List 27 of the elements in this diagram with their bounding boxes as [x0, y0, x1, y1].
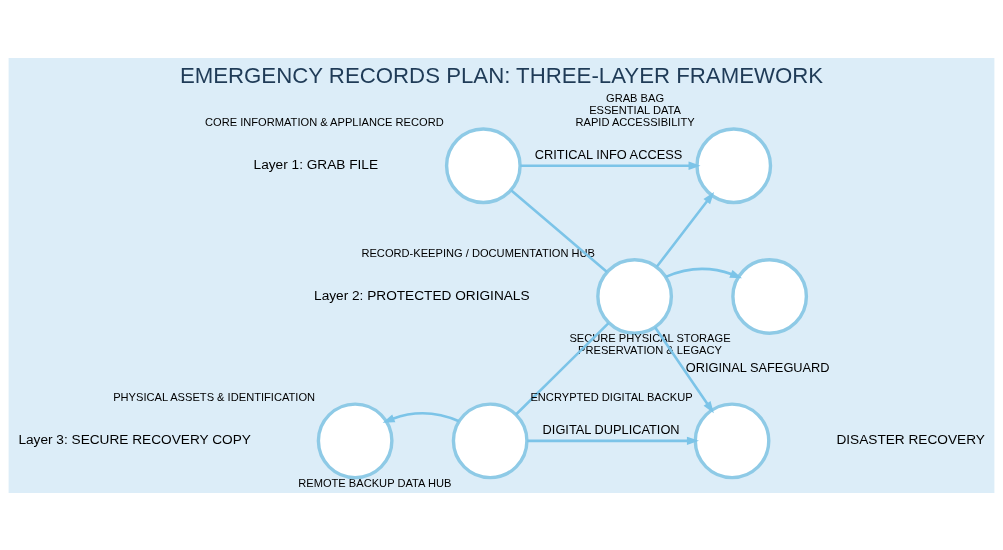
arrow [382, 411, 460, 423]
node-label: ESSENTIAL DATA [589, 103, 681, 116]
node-label: ENCRYPTED DIGITAL BACKUP [530, 390, 693, 403]
arrow [655, 191, 715, 268]
connector [515, 321, 610, 415]
diagram-title: EMERGENCY RECORDS PLAN: THREE-LAYER FRAMEWORK [179, 62, 824, 88]
node-circle [596, 257, 674, 335]
node-label: REMOTE BACKUP DATA HUB [298, 476, 452, 488]
arrow [653, 326, 714, 413]
label: DISASTER RECOVERY [836, 431, 985, 447]
arrow [527, 436, 699, 445]
label: Layer 3: SECURE RECOVERY COPY [18, 431, 251, 447]
label: Layer 1: GRAB FILE [253, 156, 379, 172]
node-circle [451, 401, 529, 479]
node-circle [444, 126, 522, 204]
edge-label: ORIGINAL SAFEGUARD [685, 359, 830, 375]
label: Layer 2: PROTECTED ORIGINALS [314, 287, 530, 303]
edge-label: DIGITAL DUPLICATION [542, 421, 680, 437]
connector [510, 188, 608, 273]
node-label: GRAB BAG [606, 91, 665, 104]
arrow [520, 161, 701, 170]
node-label: SECURE PHYSICAL STORAGE [569, 331, 731, 344]
edge-label: CRITICAL INFO ACCESS [534, 146, 683, 162]
node-label: RAPID ACCESSIBILITY [575, 115, 695, 128]
node-label: CORE INFORMATION & APPLIANCE RECORD [205, 115, 444, 128]
node-label: PHYSICAL ASSETS & IDENTIFICATION [113, 390, 316, 403]
arrow [665, 267, 742, 278]
